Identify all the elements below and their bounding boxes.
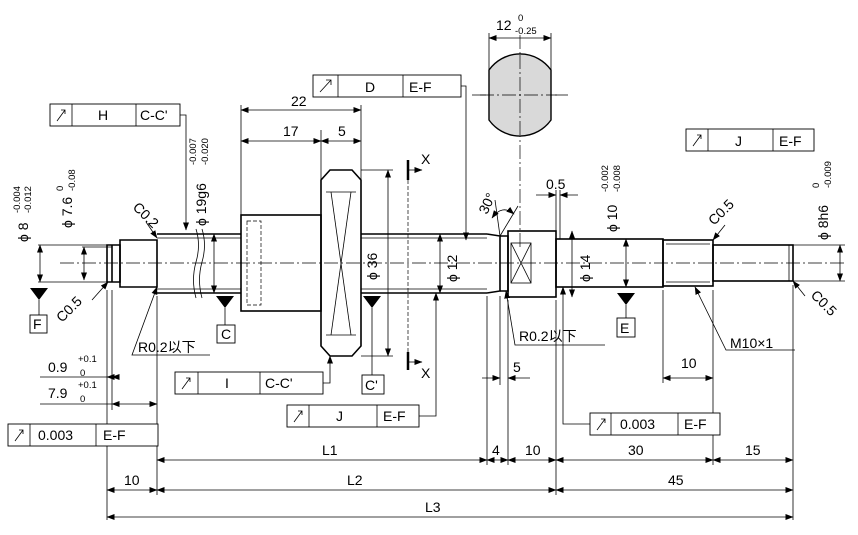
tol-right-0003-ref: E-F [684,416,707,432]
datum-Cprime: C' [361,296,385,395]
tol-right-0003-value: 0.003 [620,416,655,432]
cross-section-view [480,53,560,137]
radius-r02-left: R0.2以下 [138,339,196,355]
section-X-top: X [421,151,431,167]
dim-09: 0.9 [48,359,68,375]
dim-L3: L3 [425,499,441,515]
dim-15: 15 [745,442,761,458]
dim-phi19: ϕ 19g6 [193,183,209,226]
datum-C: C [216,296,236,344]
dim-5-low: 5 [513,359,521,375]
dim-10-left: 10 [124,472,140,488]
dim-10-mid: 10 [525,442,541,458]
dim-phi76-up: 0 [55,186,66,191]
dim-5-top: 5 [338,123,346,139]
dim-phi14: ϕ 14 [577,254,593,282]
dim-10-thread: 10 [681,355,697,371]
section-X-bottom: X [421,365,431,381]
tol-J-lower-datum: J [336,408,343,424]
tol-J-lower-ref: E-F [383,408,406,424]
width-12-label: 12 [496,17,512,33]
dim-30: 30 [628,442,644,458]
tol-I-datum: I [225,375,229,391]
section-marker-X: X X [406,151,431,381]
dim-phi8-left-lo: -0.012 [23,186,34,213]
chamfer-c05-left: C0.5 [53,293,85,325]
tol-frame-H: H C-C' [49,103,189,231]
chamfer-c05-right-bottom: C0.5 [808,287,840,319]
width-12-lower: -0.25 [515,26,537,37]
tol-frame-right-0003: 0.003 E-F [560,286,721,436]
tol-left-0003-ref: E-F [103,427,126,443]
tol-frame-I: I C-C' [174,355,333,395]
datum-F-label: F [33,316,42,332]
dim-phi12: ϕ 12 [444,254,460,282]
datum-F: F [29,288,48,334]
dim-phi8-right-up: 0 [811,183,822,188]
angle-30: 30° [475,190,498,216]
width-12-upper: 0 [518,13,523,24]
dim-L2: L2 [347,472,363,488]
datum-E-label: E [620,320,629,336]
thread-m10: M10×1 [730,335,773,351]
tol-frame-D: D E-F [312,74,469,241]
dim-17: 17 [283,123,299,139]
tol-J-right-datum: J [735,133,742,149]
radius-r02-right: R0.2以下 [519,328,577,344]
tol-left-0003-value: 0.003 [38,427,73,443]
dim-phi10: ϕ 10 [604,204,620,232]
dim-phi19-up: -0.007 [188,138,199,165]
dim-09-up: +0.1 [78,354,97,365]
chamfer-c05-right-top: C0.5 [705,196,737,228]
dim-phi8-right-lo: -0.009 [823,161,834,188]
dim-09-lo: 0 [80,368,85,379]
dim-22: 22 [291,93,307,109]
dim-79: 7.9 [48,385,68,401]
dim-phi8-left-up: -0.004 [12,186,23,213]
dim-L1: L1 [322,442,338,458]
dim-phi36: ϕ 36 [364,252,380,280]
datum-E: E [616,293,636,338]
datum-C-label: C [221,326,231,342]
chamfer-c02: C0.2 [130,199,162,231]
dim-phi19-lo: -0.020 [200,138,211,165]
dim-79-lo: 0 [80,394,85,405]
dim-45: 45 [668,472,684,488]
dim-05: 0.5 [546,176,566,192]
tol-D-ref: E-F [409,79,432,95]
dim-phi10-lo: -0.008 [612,165,623,192]
datum-Cprime-label: C' [365,377,378,393]
tol-frame-J-right: J E-F [685,128,815,152]
tol-I-ref: C-C' [265,375,293,391]
dim-phi10-up: -0.002 [600,165,611,192]
dim-phi76-lo: -0.08 [67,169,78,191]
dim-phi76: ϕ 7.6 [59,197,75,228]
shaft-outline [106,169,794,357]
tol-J-right-ref: E-F [779,133,802,149]
tol-frame-J-lower: J E-F [286,292,439,428]
dim-phi8-left: ϕ 8 [15,222,31,242]
dim-phi8-right: ϕ 8h6 [815,205,831,240]
tol-H-ref: C-C' [140,107,168,123]
dim-79-up: +0.1 [78,380,97,391]
dim-4: 4 [492,442,500,458]
tol-H-datum: H [98,107,108,123]
tol-frame-left-0003: 0.003 E-F [7,423,159,447]
tol-D-datum: D [365,79,375,95]
